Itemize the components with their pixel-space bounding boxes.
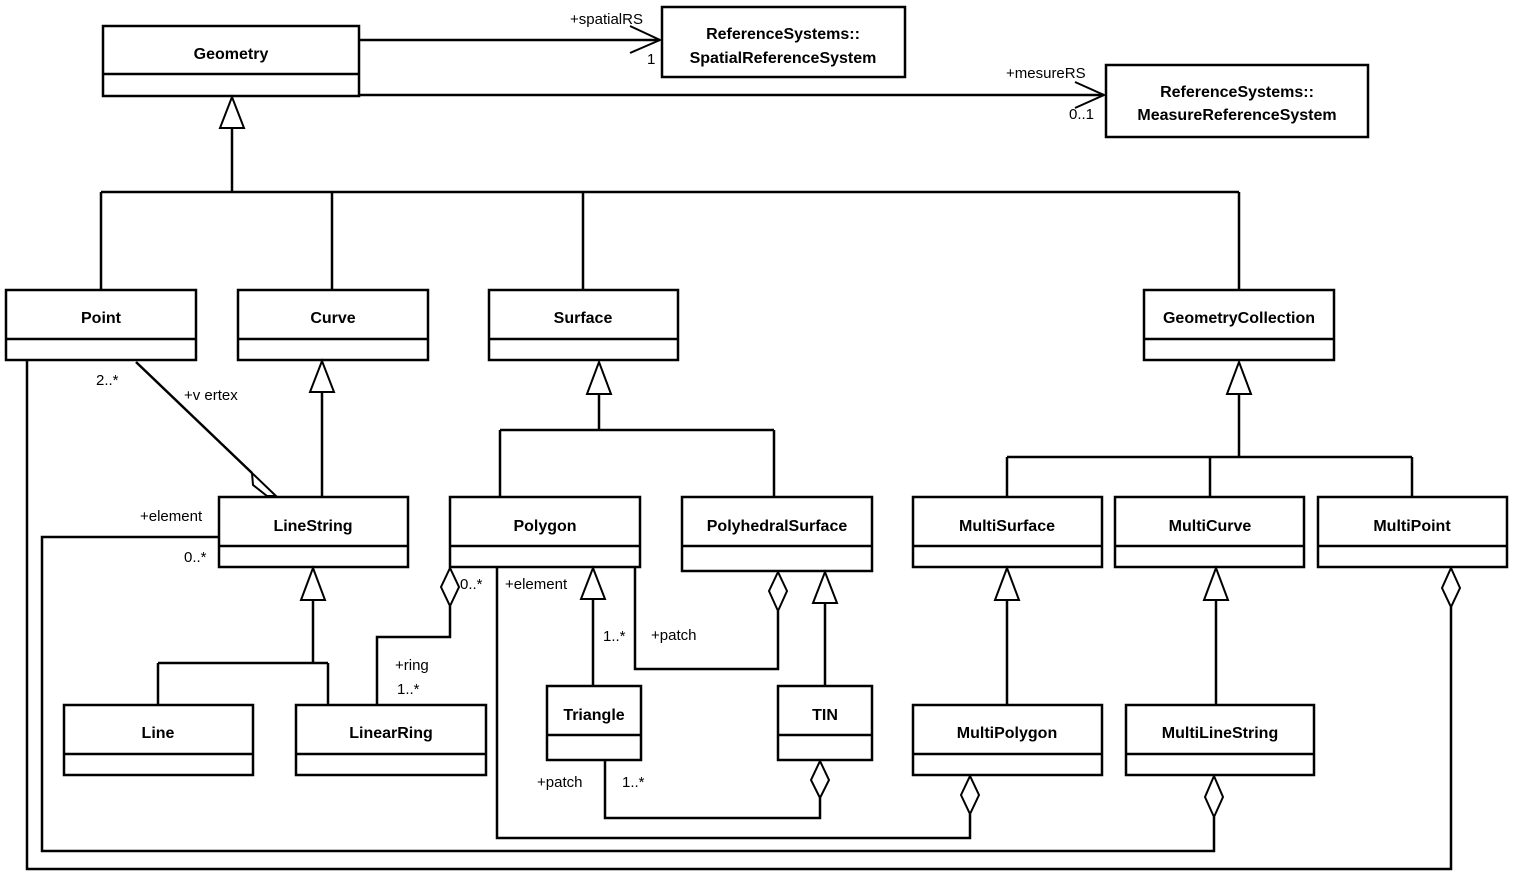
class-triangle-name: Triangle	[563, 707, 624, 724]
class-point-name: Point	[81, 310, 122, 327]
multilinestring-element-line	[40, 535, 1216, 853]
class-multicurve[interactable]: MultiCurve	[1113, 495, 1306, 569]
tin-patch-line	[603, 760, 822, 820]
multilinestring-element-diamond	[1203, 773, 1225, 820]
association-labels: +spatialRS 1 +mesureRS 0..1 2..* +v erte…	[96, 11, 1094, 791]
class-tin-name: TIN	[812, 707, 838, 724]
tin-patch-multiplicity: 1..*	[622, 774, 645, 791]
class-triangle[interactable]: Triangle	[545, 684, 643, 762]
class-spatial-reference-system[interactable]: ReferenceSystems:: SpatialReferenceSyste…	[660, 5, 907, 79]
class-polygon[interactable]: Polygon	[448, 495, 642, 569]
class-geometry-collection-name: GeometryCollection	[1163, 310, 1315, 327]
class-multicurve-name: MultiCurve	[1169, 518, 1252, 535]
polyhedral-generalization-arrow	[811, 569, 839, 604]
class-polyhedral-surface-name: PolyhedralSurface	[707, 518, 848, 535]
measure-rs-name-line1: ReferenceSystems::	[1160, 84, 1314, 101]
spatial-rs-arrowhead	[629, 25, 663, 54]
navigability-arrows	[629, 25, 1107, 109]
measure-rs-arrowhead	[1074, 81, 1107, 109]
vertex-aggregation-line	[135, 361, 253, 474]
class-geometry[interactable]: Geometry	[101, 24, 361, 98]
multicurve-generalization-arrow	[1202, 565, 1230, 601]
connectors	[25, 38, 1453, 871]
multipoint-element-diamond	[1440, 565, 1462, 610]
class-multisurface[interactable]: MultiSurface	[911, 495, 1104, 569]
polygon-element-role-label: +element	[505, 576, 568, 593]
class-multilinestring-name: MultiLineString	[1162, 725, 1278, 742]
polyhedral-patch-line	[633, 568, 780, 671]
multipoint-element-line	[25, 361, 1453, 871]
ring-aggregation-multiplicity: 0..*	[460, 576, 483, 593]
class-curve[interactable]: Curve	[236, 288, 430, 362]
class-linearring-name: LinearRing	[349, 725, 433, 742]
measure-rs-role-label: +mesureRS	[1006, 65, 1086, 82]
ring-aggregation-diamond	[439, 565, 461, 609]
class-multipolygon[interactable]: MultiPolygon	[911, 703, 1104, 777]
linestring-generalization-arrow	[299, 565, 327, 601]
class-linestring-name: LineString	[273, 518, 352, 535]
class-line-name: Line	[142, 725, 175, 742]
linestring-element-role-label: +element	[140, 508, 203, 525]
spatial-rs-role-label: +spatialRS	[570, 11, 643, 28]
tin-patch-diamond	[809, 758, 831, 801]
surface-generalization-arrow	[585, 359, 613, 395]
class-multisurface-name: MultiSurface	[959, 518, 1055, 535]
class-point[interactable]: Point	[4, 288, 198, 362]
curve-generalization-arrow	[308, 358, 336, 393]
multisurface-generalization-arrow	[993, 565, 1021, 601]
class-polygon-name: Polygon	[513, 518, 576, 535]
ring-multiplicity: 1..*	[397, 681, 420, 698]
polyhedral-patch-role-label: +patch	[651, 627, 696, 644]
class-tin[interactable]: TIN	[776, 684, 874, 762]
class-geometry-name: Geometry	[194, 46, 269, 63]
class-linestring[interactable]: LineString	[217, 495, 410, 569]
vertex-role-label: +v ertex	[184, 387, 238, 404]
geometry-generalization-arrow	[218, 94, 246, 129]
class-surface[interactable]: Surface	[487, 288, 680, 362]
geometry-collection-generalization-arrow	[1225, 359, 1253, 395]
class-multipoint-name: MultiPoint	[1373, 518, 1451, 535]
aggregation-diamonds	[250, 470, 1462, 820]
class-line[interactable]: Line	[62, 703, 255, 777]
measure-rs-name-line2: MeasureReferenceSystem	[1137, 107, 1336, 124]
spatial-rs-name-line1: ReferenceSystems::	[706, 26, 860, 43]
vertex-multiplicity: 2..*	[96, 372, 119, 389]
class-polyhedral-surface[interactable]: PolyhedralSurface	[680, 495, 874, 573]
class-geometry-collection[interactable]: GeometryCollection	[1142, 288, 1336, 362]
polyhedral-patch-diamond	[767, 569, 789, 614]
class-curve-name: Curve	[310, 310, 355, 327]
generalization-arrows	[218, 94, 1253, 604]
class-multilinestring[interactable]: MultiLineString	[1124, 703, 1316, 777]
polyhedral-patch-multiplicity: 1..*	[603, 628, 626, 645]
class-surface-name: Surface	[554, 310, 613, 327]
multipolygon-element-diamond	[959, 773, 981, 817]
class-linearring[interactable]: LinearRing	[294, 703, 488, 777]
multipolygon-element-line	[495, 568, 972, 840]
polygon-generalization-arrow	[579, 565, 607, 600]
linestring-element-multiplicity: 0..*	[184, 549, 207, 566]
ring-role-label: +ring	[395, 657, 429, 674]
ring-aggregation-line	[375, 606, 452, 705]
class-measure-reference-system[interactable]: ReferenceSystems:: MeasureReferenceSyste…	[1104, 63, 1370, 139]
tin-patch-role-label: +patch	[537, 774, 582, 791]
vertex-aggregation-diamond	[250, 470, 279, 497]
spatial-rs-multiplicity: 1	[647, 51, 655, 68]
class-multipoint[interactable]: MultiPoint	[1316, 495, 1509, 569]
measure-rs-multiplicity: 0..1	[1069, 106, 1094, 123]
class-multipolygon-name: MultiPolygon	[957, 725, 1057, 742]
spatial-rs-name-line2: SpatialReferenceSystem	[690, 50, 877, 67]
